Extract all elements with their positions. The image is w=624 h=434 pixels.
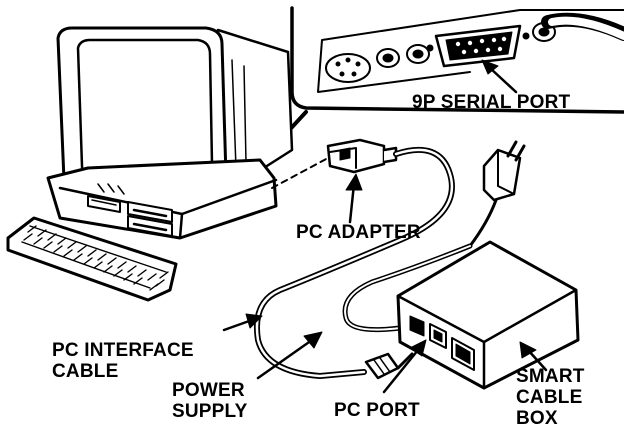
serial-port-arrowhead: [481, 59, 499, 75]
pc-adapter-arrowhead: [345, 173, 363, 191]
inset-frame: [290, 6, 624, 114]
din-connector: [325, 53, 371, 83]
power-supply-line-1: POWER: [172, 380, 245, 401]
db9-serial-port: [426, 24, 530, 68]
round-jack-2: [406, 44, 430, 64]
pc-interface-cable-line-2: CABLE: [52, 361, 119, 382]
smart-cable-box-label: SMART CABLE BOX: [516, 366, 585, 429]
serial-port-inset: [290, 6, 624, 114]
pc-port-label: PC PORT: [334, 400, 420, 421]
rear-panel-edge: [317, 9, 624, 93]
system-unit: [46, 158, 278, 240]
round-jack-1: [376, 48, 400, 68]
computer-monitor: [56, 26, 294, 206]
smart-cable-box-line-2: CABLE: [516, 387, 583, 408]
power-supply-label: POWER SUPPLY: [172, 380, 247, 422]
interface-cable-arrow: [222, 318, 254, 332]
pc-adapter-label: PC ADAPTER: [296, 222, 421, 243]
pc-adapter-connector: [326, 138, 398, 174]
pc-interface-cable-inner: [255, 148, 454, 378]
pc-port-arrow: [382, 348, 420, 394]
cable-end-plug: [364, 352, 414, 380]
keyboard: [6, 216, 178, 302]
smart-cable-box-line-1: SMART: [516, 366, 585, 387]
smart-cable-box-line-3: BOX: [516, 408, 558, 429]
power-supply-arrow: [256, 338, 314, 380]
power-adapter-plug: [468, 140, 526, 248]
power-supply-line-2: SUPPLY: [172, 401, 248, 422]
pc-interface-cable-line-1: PC INTERFACE: [52, 340, 194, 361]
serial-port-label: 9P SERIAL PORT: [412, 92, 571, 113]
connection-dashed-line: [271, 157, 329, 189]
pc-interface-cable-label: PC INTERFACE CABLE: [52, 340, 194, 382]
serial-port-arrow: [488, 66, 518, 94]
power-jack: [409, 315, 425, 337]
power-supply-cable-inner: [344, 245, 471, 331]
inset-cable-inner: [548, 16, 624, 40]
